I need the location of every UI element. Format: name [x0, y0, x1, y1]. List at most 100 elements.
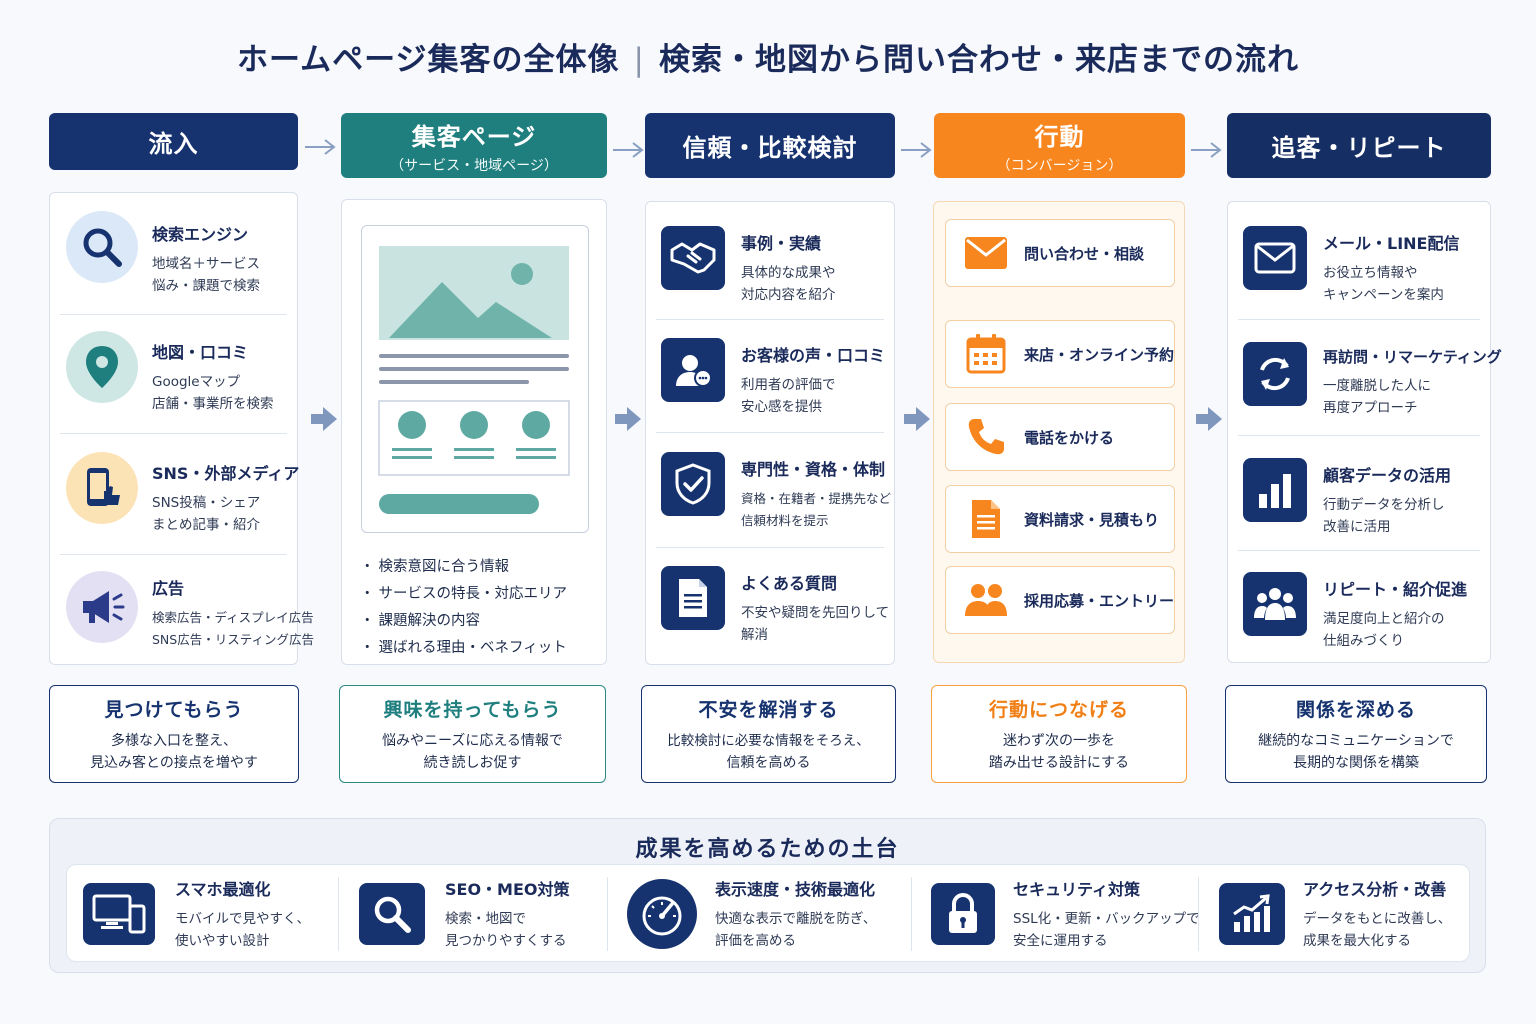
- stage-header-action: 行動 （コンバージョン）: [934, 113, 1185, 178]
- page-title: ホームページ集客の全体像|検索・地図から問い合わせ・来店までの流れ: [0, 34, 1536, 79]
- inflow-item-sns: SNS・外部メディア SNS投稿・シェア まとめ記事・紹介: [50, 452, 300, 536]
- goal-desc-line: 長期的な関係を構築: [1293, 754, 1419, 771]
- item-desc-line: キャンペーンを案内: [1323, 287, 1444, 303]
- foundation-item-title: SEO・MEO対策: [445, 880, 570, 899]
- refresh-icon: [1243, 342, 1307, 406]
- item-title: 再訪問・リマーケティング: [1323, 348, 1502, 366]
- map-pin-icon: [66, 331, 138, 403]
- item-desc-line: 満足度向上と紹介の: [1323, 611, 1445, 627]
- divider: [1238, 435, 1480, 436]
- flow-arrow-1: [303, 138, 337, 156]
- item-desc-line: 地域名＋サービス: [152, 256, 260, 272]
- item-desc-line: Googleマップ: [152, 374, 241, 390]
- followup-item-repeat: リピート・紹介促進 満足度向上と紹介の 仕組みづくり: [1228, 572, 1490, 652]
- followup-item-revisit: 再訪問・リマーケティング 一度離脱した人に 再度アプローチ: [1228, 342, 1502, 419]
- file-icon: [956, 498, 1016, 540]
- goal-desc-line: 継続的なコミュニケーションで: [1258, 732, 1454, 749]
- landing-column: 検索意図に合う情報 サービスの特長・対応エリア 課題解決の内容 選ばれる理由・ベ…: [341, 199, 607, 665]
- search-icon: [359, 883, 425, 945]
- smartphone-thumbs-up-icon: [66, 452, 138, 524]
- foundation-item-title: アクセス分析・改善: [1303, 880, 1447, 899]
- item-title: メール・LINE配信: [1323, 234, 1460, 253]
- item-title: よくある質問: [741, 574, 838, 593]
- item-desc-line: 安心感を提供: [741, 399, 822, 415]
- action-label: 電話をかける: [1024, 428, 1115, 447]
- title-sub: 検索・地図から問い合わせ・来店までの流れ: [658, 42, 1299, 78]
- followup-column: メール・LINE配信 お役立ち情報や キャンペーンを案内 再訪問・リマーケティン…: [1227, 201, 1502, 663]
- item-desc-line: 解消: [741, 627, 768, 643]
- goal-title: 関係を深める: [1295, 698, 1416, 721]
- group-icon: [1243, 572, 1307, 636]
- foundation-item-speed: 表示速度・技術最適化 快適な表示で離脱を防ぎ、 評価を高める: [627, 865, 876, 963]
- divider: [338, 877, 339, 951]
- item-desc-line: 行動データを分析し: [1323, 497, 1445, 513]
- title-separator: |: [633, 42, 645, 78]
- item-desc-line: SNS広告・リスティング広告: [152, 632, 314, 647]
- landing-bullets: 検索意図に合う情報 サービスの特長・対応エリア 課題解決の内容 選ばれる理由・ベ…: [360, 554, 568, 662]
- flow-arrow-block-2: [615, 407, 641, 435]
- goal-title: 興味を持ってもらう: [383, 698, 562, 721]
- trust-item-cases: 事例・実績 具体的な成果や 対応内容を紹介: [646, 226, 894, 306]
- divider: [1238, 319, 1480, 320]
- item-desc-line: 店舗・事業所を検索: [152, 396, 274, 412]
- stage-header-followup: 追客・リピート: [1227, 113, 1491, 178]
- trust-column: 事例・実績 具体的な成果や 対応内容を紹介 お客様の声・口コミ 利用者の評価で …: [645, 201, 895, 665]
- item-desc-line: 対応内容を紹介: [741, 287, 836, 303]
- foundation-item-desc-line: 快適な表示で離脱を防ぎ、: [715, 911, 877, 927]
- divider: [656, 432, 884, 433]
- flow-arrow-3: [899, 141, 933, 159]
- foundation-items: スマホ最適化 モバイルで見やすく、 使いやすい設計 SEO・MEO対策 検索・地…: [66, 864, 1470, 962]
- divider: [656, 547, 884, 548]
- divider: [1238, 550, 1480, 551]
- item-desc-line: 改善に活用: [1323, 519, 1391, 535]
- inflow-item-ads: 広告 検索広告・ディスプレイ広告 SNS広告・リスティング広告: [50, 571, 314, 651]
- foundation-item-title: スマホ最適化: [175, 880, 271, 899]
- item-desc-line: 悩み・課題で検索: [152, 278, 260, 294]
- stage-header-trust: 信頼・比較検討: [645, 113, 895, 178]
- item-title: リピート・紹介促進: [1323, 580, 1468, 599]
- item-desc-line: お役立ち情報や: [1323, 265, 1418, 281]
- item-title: 事例・実績: [741, 234, 822, 253]
- speedometer-icon: [627, 879, 697, 949]
- action-column: 問い合わせ・相談 来店・オンライン予約 電話をかける 資料請求・見積もり 採用応…: [933, 201, 1185, 663]
- goal-box-reassure: 不安を解消する 比較検討に必要な情報をそろえ、 信頼を高める: [641, 685, 896, 783]
- handshake-icon: [661, 226, 725, 290]
- item-title: お客様の声・口コミ: [741, 346, 886, 365]
- divider: [60, 314, 287, 315]
- followup-item-data: 顧客データの活用 行動データを分析し 改善に活用: [1228, 458, 1490, 538]
- item-desc-line: 検索広告・ディスプレイ広告: [152, 610, 314, 625]
- stage-header-landing: 集客ページ （サービス・地域ページ）: [341, 113, 607, 178]
- goal-box-action: 行動につなげる 迷わず次の一歩を 踏み出せる設計にする: [931, 685, 1187, 783]
- foundation-item-analytics: アクセス分析・改善 データをもとに改善し、 成果を最大化する: [1219, 865, 1451, 963]
- divider: [656, 319, 884, 320]
- bullet-item: 選ばれる理由・ベネフィット: [360, 635, 567, 662]
- flow-arrow-4: [1189, 141, 1223, 159]
- action-label: 採用応募・エントリー: [1023, 591, 1174, 610]
- document-icon: [661, 566, 725, 630]
- goal-box-interest: 興味を持ってもらう 悩みやニーズに応える情報で 続き読しお促す: [339, 685, 606, 783]
- foundation-item-desc-line: 検索・地図で: [445, 911, 526, 927]
- item-title: 広告: [152, 579, 185, 598]
- item-title: 地図・口コミ: [152, 343, 249, 362]
- inflow-item-map: 地図・口コミ Googleマップ 店舗・事業所を検索: [50, 331, 297, 415]
- bar-chart-icon: [1243, 458, 1307, 522]
- foundation-item-desc-line: 成果を最大化する: [1303, 933, 1411, 949]
- foundation-item-desc-line: 使いやすい設計: [175, 933, 270, 949]
- action-label: 来店・オンライン予約: [1023, 345, 1174, 364]
- goal-desc-line: 悩みやニーズに応える情報で: [382, 732, 563, 749]
- search-icon: [66, 211, 138, 283]
- item-title: SNS・外部メディア: [152, 464, 300, 483]
- goal-box-relationship: 関係を深める 継続的なコミュニケーションで 長期的な関係を構築: [1225, 685, 1487, 783]
- lock-icon: [931, 883, 995, 945]
- divider: [60, 554, 287, 555]
- calendar-icon: [956, 333, 1016, 375]
- foundation-item-desc-line: データをもとに改善し、: [1303, 911, 1452, 927]
- devices-icon: [83, 883, 155, 945]
- trust-item-faq: よくある質問 不安や疑問を先回りして 解消: [646, 566, 894, 646]
- shield-check-icon: [661, 452, 725, 516]
- foundation-item-mobile: スマホ最適化 モバイルで見やすく、 使いやすい設計: [83, 865, 310, 963]
- mail-icon: [1243, 226, 1307, 290]
- item-desc-line: 信頼材料を提示: [741, 513, 829, 528]
- item-desc-line: まとめ記事・紹介: [152, 517, 260, 533]
- action-card-contact: 問い合わせ・相談: [945, 219, 1175, 287]
